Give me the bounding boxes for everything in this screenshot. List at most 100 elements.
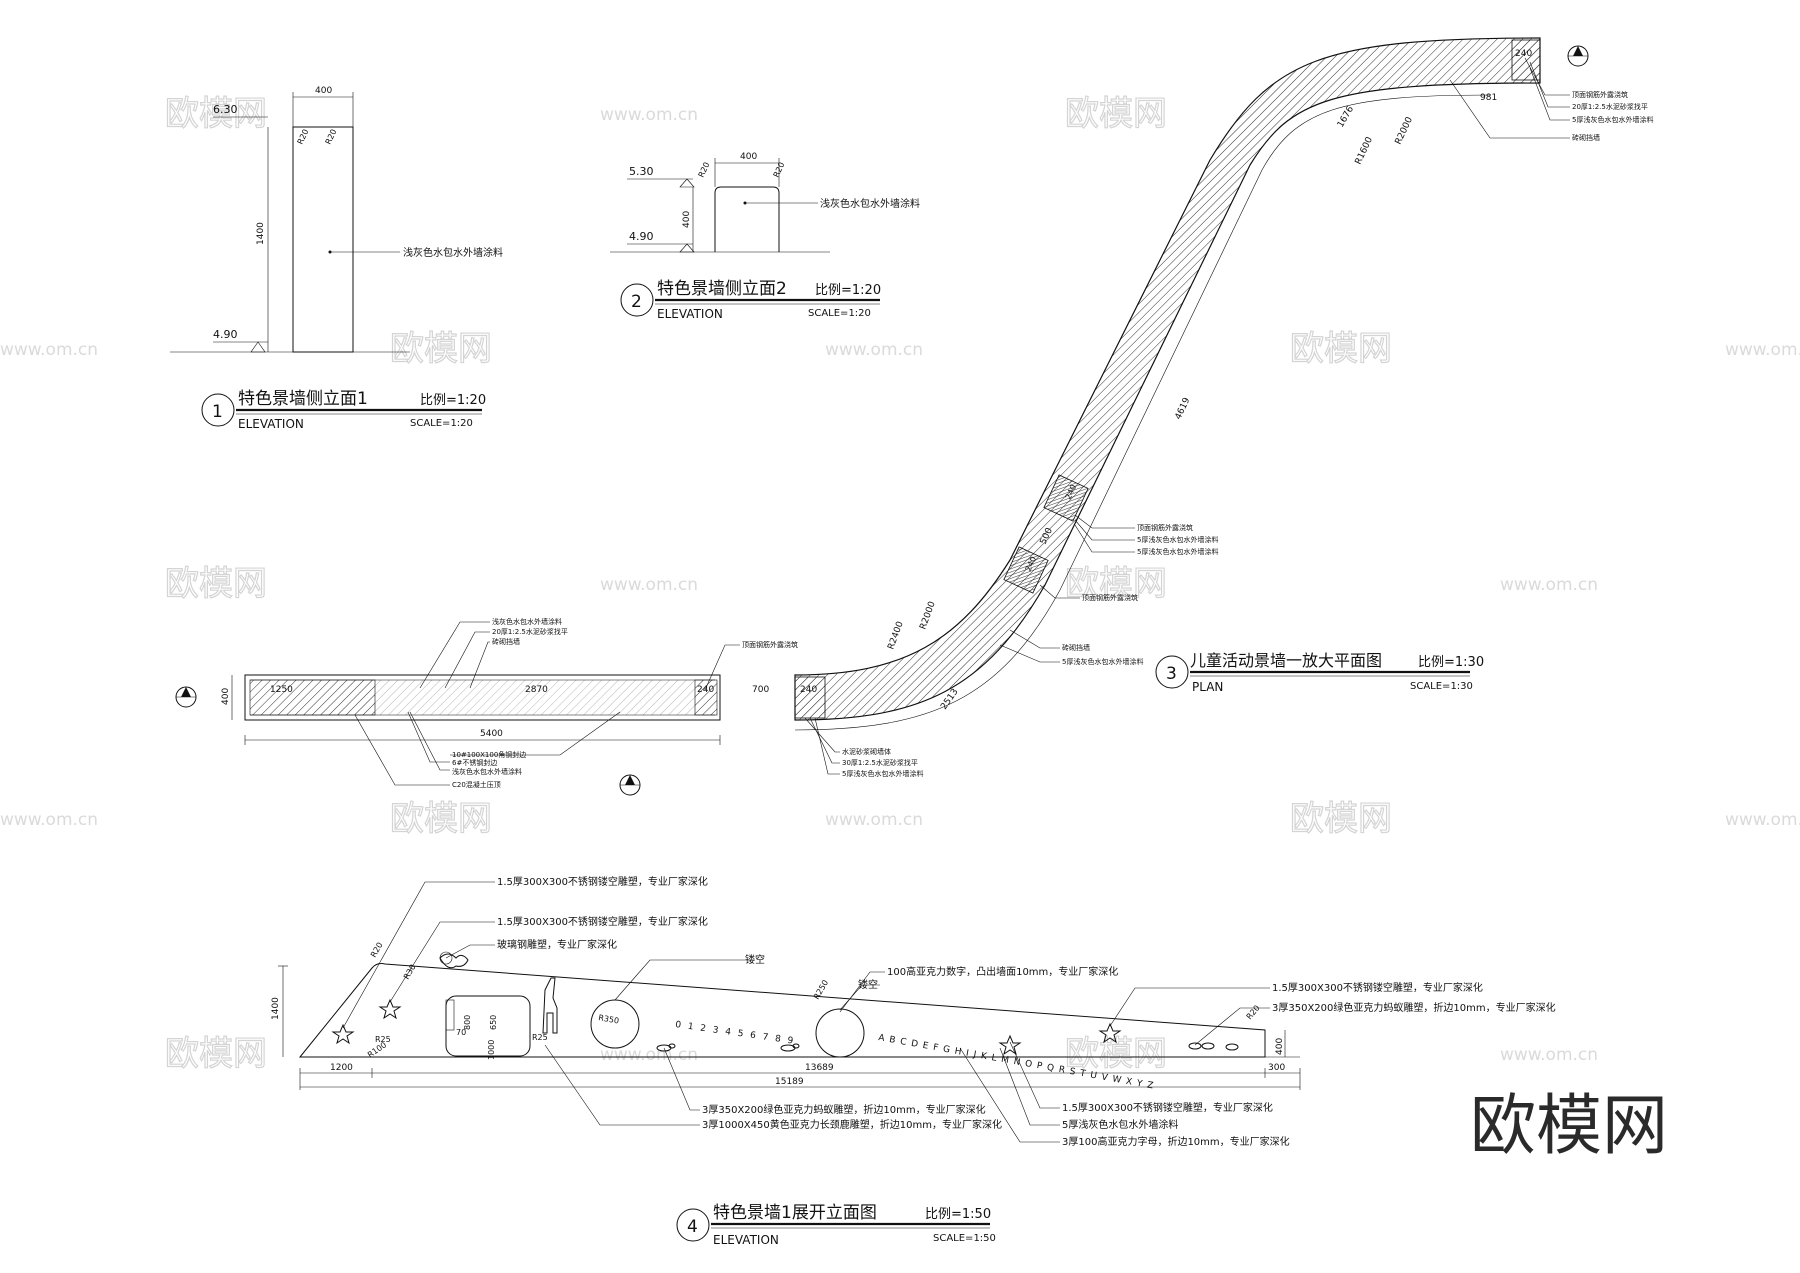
level-bottom: 4.90 — [213, 328, 238, 341]
radius-label: R20 — [1245, 1003, 1262, 1021]
small-dim: 1000 — [487, 1040, 496, 1060]
annotation: 100高亚克力数字，凸出墙面10mm，专业厂家深化 — [887, 965, 1118, 978]
plan-dim: 4619 — [1174, 396, 1193, 421]
plan-note: 砖砌挡墙 — [1062, 643, 1090, 652]
wall-profile — [292, 126, 354, 353]
watermark-logo: 欧模网 — [390, 329, 492, 369]
dim-width: 400 — [740, 152, 757, 162]
bird-sculpture-icon — [439, 951, 469, 969]
opening-circle — [815, 1008, 865, 1058]
watermark-domain: www.om.cn — [1500, 1045, 1598, 1065]
small-dim: 650 — [489, 1015, 498, 1030]
straight-wall — [244, 674, 721, 721]
title-text: 特色景墙侧立面1 — [238, 389, 368, 409]
watermark-logo: 欧模网 — [1290, 799, 1392, 839]
plan-radius: R2400 — [886, 620, 905, 651]
level-top: 6.30 — [213, 103, 238, 116]
watermark-logo: 欧模网 — [165, 1034, 267, 1074]
watermark-domain: www.om.cn — [0, 810, 98, 830]
leader-notes-end: 顶面钢筋外露浇筑 20厚1:2.5水泥砂浆找平 5厚浅灰色水包水外墙涂料 砖砌挡… — [1449, 57, 1653, 142]
watermark-logo: 欧模网 — [1065, 94, 1167, 134]
annotation: 玻璃钢雕塑，专业厂家深化 — [497, 938, 617, 951]
radius-label: R20 — [369, 941, 385, 959]
title-scale-en: SCALE=1:50 — [933, 1233, 996, 1244]
level-bottom: 4.90 — [629, 230, 654, 243]
leader-notes-left-top: 浅灰色水包水外墙涂料 20厚1:2.5水泥砂浆找平 砖砌挡墙 — [419, 617, 568, 689]
plan-note: 6#不锈钢封边 — [452, 758, 497, 767]
annotation: 1.5厚300X300不锈钢镂空雕塑，专业厂家深化 — [1272, 981, 1483, 994]
watermark-domain: www.om.cn — [600, 575, 698, 595]
watermark-domain: www.om.cn — [1725, 340, 1800, 360]
leader-notes-curve: 砖砌挡墙 5厚浅灰色水包水外墙涂料 — [999, 629, 1143, 666]
plan-note: 砖砌挡墙 — [492, 637, 520, 646]
watermark-domain: www.om.cn — [825, 340, 923, 360]
plan-note: 5厚浅灰色水包水外墙涂料 — [1572, 115, 1653, 124]
watermark-domain: www.om.cn — [600, 105, 698, 125]
plan-note: C20混凝土压顶 — [452, 780, 501, 789]
title-subtitle: ELEVATION — [657, 307, 723, 321]
section-mark — [175, 686, 197, 708]
dim-height: 1400 — [256, 222, 266, 245]
leader-notes-left-bottom: 10#100X100角钢封边 6#不锈钢封边 浅灰色水包水外墙涂料 C20混凝土… — [354, 711, 621, 789]
annotation: 1.5厚300X300不锈钢镂空雕塑，专业厂家深化 — [1062, 1101, 1273, 1114]
numbers-row: 0 1 2 3 4 5 6 7 8 9 — [675, 1020, 796, 1047]
plan-note: 水泥砂浆砌墙体 — [842, 747, 891, 756]
star-sculpture-icon — [331, 1023, 355, 1045]
plan-note: 浅灰色水包水外墙涂料 — [452, 767, 522, 776]
plan-note: 5厚浅灰色水包水外墙涂料 — [1062, 657, 1143, 666]
annotation-leaders — [342, 881, 1270, 1143]
plan-dim: 981 — [1480, 93, 1497, 103]
watermark-domain: www.om.cn — [825, 810, 923, 830]
title-number: 4 — [687, 1217, 698, 1237]
title-subtitle: PLAN — [1192, 680, 1223, 694]
ant-sculpture-icon — [1188, 1042, 1239, 1051]
plan-radius: R2000 — [1394, 115, 1416, 146]
watermark-logo: 欧模网 — [165, 564, 267, 604]
plan-dim: 2870 — [525, 685, 548, 695]
plan-note: 砖砌挡墙 — [1572, 133, 1600, 142]
title-scale-en: SCALE=1:20 — [808, 308, 871, 319]
ant-sculpture-icon — [656, 1043, 676, 1052]
plan-dim: 400 — [221, 688, 231, 705]
watermark-domain: www.om.cn — [1725, 810, 1800, 830]
leader-notes-right-bottom: 水泥砂浆砌墙体 30厚1:2.5水泥砂浆找平 5厚浅灰色水包水外墙涂料 — [804, 717, 923, 778]
material-note: 浅灰色水包水外墙涂料 — [820, 197, 920, 210]
ant-sculpture-icon — [780, 1043, 800, 1052]
title-subtitle: ELEVATION — [713, 1233, 779, 1247]
title-block-4: 4 特色景墙1展开立面图 比例=1:50 ELEVATION SCALE=1:5… — [676, 1203, 996, 1247]
annotation: 3厚350X200绿色亚克力蚂蚁雕塑，折边10mm，专业厂家深化 — [702, 1103, 986, 1116]
material-note: 浅灰色水包水外墙涂料 — [403, 246, 503, 259]
star-sculpture-icon — [998, 1034, 1022, 1056]
title-subtitle: ELEVATION — [238, 417, 304, 431]
dim-width: 400 — [315, 86, 332, 96]
title-number: 2 — [631, 292, 642, 312]
leader-notes-mid: 顶面钢筋外露浇筑 — [704, 640, 798, 691]
dim-mid: 13689 — [805, 1063, 834, 1073]
plan-note: 5厚浅灰色水包水外墙涂料 — [1137, 547, 1218, 556]
watermark-domain: www.om.cn — [1500, 575, 1598, 595]
title-block-1: 1 特色景墙侧立面1 比例=1:20 ELEVATION SCALE=1:20 — [201, 389, 486, 431]
radius-label: R20 — [772, 161, 787, 179]
title-scale-en: SCALE=1:30 — [1410, 681, 1473, 692]
radius-label: R20 — [324, 128, 339, 146]
annotation: 1.5厚300X300不锈钢镂空雕塑，专业厂家深化 — [497, 915, 708, 928]
title-text: 儿童活动景墙一放大平面图 — [1190, 651, 1382, 670]
elevation-2: 400 400 5.30 4.90 R20 R20 浅灰色水包水外墙涂料 — [610, 152, 920, 253]
plan-note: 10#100X100角钢封边 — [452, 750, 526, 759]
plan-dim: 5400 — [480, 729, 503, 739]
plan-dim: 240 — [800, 685, 817, 695]
dim-total: 15189 — [775, 1077, 804, 1087]
curved-wall — [794, 37, 1541, 721]
brand-watermark: 欧模网 — [1470, 1087, 1668, 1164]
title-scale: 比例=1:30 — [1418, 655, 1484, 670]
plan-note: 5厚浅灰色水包水外墙涂料 — [842, 769, 923, 778]
title-scale: 比例=1:50 — [925, 1207, 991, 1222]
star-sculpture-icon — [378, 998, 402, 1020]
level-top: 5.30 — [629, 165, 654, 178]
watermark-logo: 欧模网 — [1290, 329, 1392, 369]
radius-label: R25 — [375, 1035, 391, 1044]
plan-note: 浅灰色水包水外墙涂料 — [492, 617, 562, 626]
title-text: 特色景墙1展开立面图 — [713, 1203, 877, 1223]
annotation: 镂空 — [745, 953, 765, 966]
annotation: 5厚浅灰色水包水外墙涂料 — [1062, 1118, 1178, 1131]
